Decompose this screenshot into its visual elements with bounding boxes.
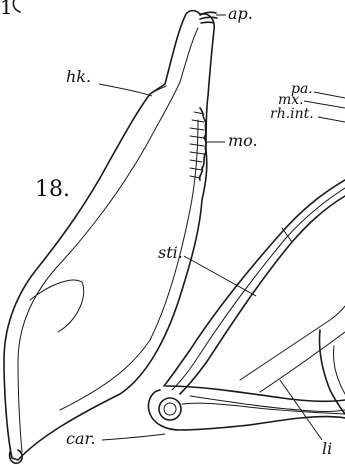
stilet-crossbar <box>282 228 292 242</box>
cardo-rim <box>182 403 345 414</box>
leader-pa <box>314 92 345 98</box>
leader-li <box>280 380 322 440</box>
mouth-serration-outline <box>200 108 206 180</box>
label-hk: hk. <box>66 67 91 86</box>
cardo-outline <box>148 390 345 430</box>
cardo-socket-outer <box>159 398 181 420</box>
label-car: car. <box>66 429 95 448</box>
hook-outer-outline <box>4 11 214 460</box>
hook-inner-right <box>60 120 198 410</box>
lamella-2 <box>260 332 345 392</box>
leader-car <box>102 434 165 440</box>
figure-number-fragment: 1 <box>0 0 13 19</box>
label-li: li <box>322 439 332 458</box>
corner-fragment-stroke <box>13 0 20 12</box>
hook-structure <box>4 11 217 464</box>
lamella-4 <box>333 346 345 394</box>
stilet-structure <box>164 180 345 414</box>
apical-teeth <box>200 12 217 23</box>
hook-inner-outline <box>18 28 198 452</box>
stilet-inner <box>180 196 345 394</box>
ventral-lamina <box>166 386 345 401</box>
hook-base-sac <box>30 280 84 332</box>
label-ap: ap. <box>228 4 253 23</box>
leader-rh-int <box>318 117 345 122</box>
cardo-joint <box>148 390 345 430</box>
leader-hk <box>99 84 152 96</box>
label-rh-int: rh.int. <box>270 106 314 122</box>
cardo-socket-inner <box>164 403 176 415</box>
stilet-midline <box>172 188 345 390</box>
stilet-outer <box>164 180 345 386</box>
figure-number: 18. <box>35 177 70 202</box>
label-mo: mo. <box>228 131 258 150</box>
hook-bulge <box>150 86 166 94</box>
label-sti: sti. <box>158 243 183 262</box>
